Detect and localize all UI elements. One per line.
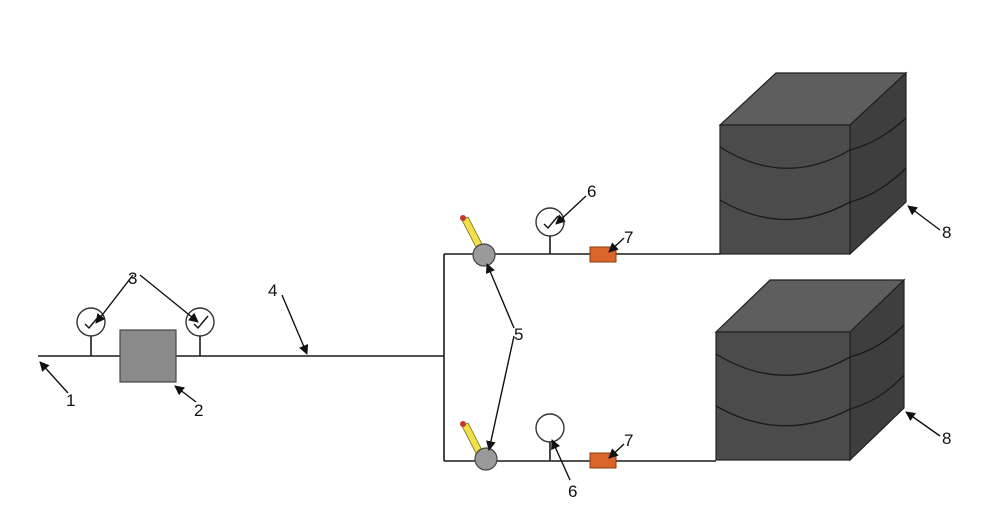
label-6-top: 6 — [587, 182, 596, 201]
label-4: 4 — [268, 281, 277, 300]
pressure-gauge-icon — [185, 307, 215, 337]
label-8-bottom: 8 — [942, 429, 951, 448]
pressure-gauge-icon — [535, 207, 565, 237]
leader-lines — [39, 195, 941, 481]
pressure-gauge-icon — [535, 413, 565, 443]
label-8-top: 8 — [942, 223, 951, 242]
label-5: 5 — [514, 325, 523, 344]
label-1: 1 — [66, 391, 75, 410]
label-6-bottom: 6 — [568, 482, 577, 501]
pressure-gauge-icon — [76, 307, 106, 337]
label-7-top: 7 — [624, 228, 633, 247]
soil-block-icon — [714, 278, 906, 462]
ball-valve-icon — [460, 421, 498, 471]
soil-block-icon — [718, 71, 908, 256]
label-2: 2 — [194, 401, 203, 420]
ball-valve-icon — [460, 215, 496, 267]
label-7-bottom: 7 — [624, 431, 633, 450]
label-3: 3 — [128, 269, 137, 288]
filter-box-icon — [119, 329, 177, 383]
